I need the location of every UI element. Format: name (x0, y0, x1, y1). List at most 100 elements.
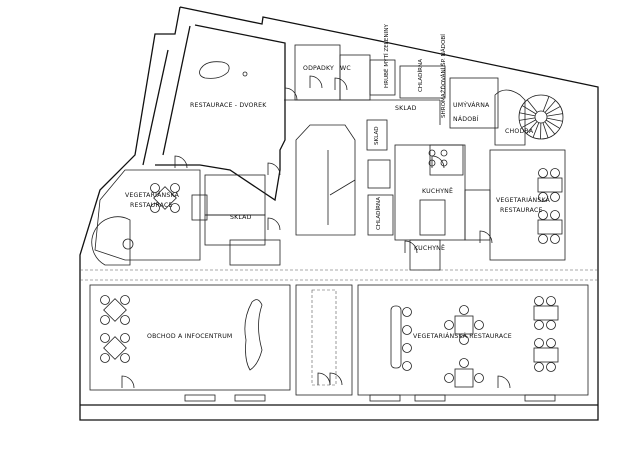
door (121, 375, 135, 389)
stair-step (532, 122, 540, 138)
chair (538, 168, 548, 178)
chair (546, 338, 556, 348)
door (317, 372, 331, 386)
label-kitchen-main: KUCHYNĚ (422, 186, 453, 195)
table (454, 368, 474, 388)
table (533, 305, 559, 321)
chair (402, 307, 412, 317)
label-cold-room-top: CHLADÍRNA (417, 59, 424, 92)
label-storage-left: SKLAD (230, 214, 252, 221)
shop-counter (244, 299, 263, 371)
door (284, 87, 298, 101)
chair (474, 373, 484, 383)
table (103, 336, 127, 360)
stove-burner (440, 149, 448, 157)
chair (120, 295, 130, 305)
stair-step (521, 119, 536, 128)
table (533, 347, 559, 363)
label-dishwash-2: NÁDOBÍ (453, 114, 479, 123)
entrance-corridor (311, 289, 337, 386)
label-veg-bottom: VEGETARIÁNSKÁ RESTAURACE (413, 331, 512, 340)
door (479, 230, 493, 244)
chair (402, 361, 412, 371)
outer-walls (79, 6, 599, 421)
interior-walls (80, 44, 598, 406)
chair (150, 203, 160, 213)
doors (121, 75, 556, 402)
furniture (100, 149, 563, 388)
stair-step (544, 121, 556, 135)
chair (120, 353, 130, 363)
table (537, 219, 563, 235)
door (497, 375, 511, 389)
chair (459, 305, 469, 315)
window (524, 394, 556, 402)
chair (474, 320, 484, 330)
door (267, 217, 281, 231)
chair (546, 320, 556, 330)
stair-step (519, 112, 536, 117)
chair (100, 315, 110, 325)
spiral-stair-right (518, 94, 564, 140)
chair (538, 210, 548, 220)
chair (150, 183, 160, 193)
stair-step (544, 100, 556, 113)
stair-step (521, 105, 537, 115)
label-storage-small: SKLAD (374, 126, 380, 145)
label-veg-wash: HRUBÉ MYTÍ ZELENINY (382, 24, 390, 88)
chair (550, 234, 560, 244)
label-wc: WC (340, 65, 351, 72)
stair-step (545, 119, 561, 129)
label-cold-room-mid: CHLADÍRNA (375, 197, 382, 230)
window (369, 394, 401, 402)
chair (120, 315, 130, 325)
courtyard-post (242, 71, 248, 77)
label-veg-right-1: VEGETARIÁNSKÁ (496, 195, 551, 204)
label-veg-left-2: RESTAURACE (130, 202, 173, 209)
label-dirty-dishes: SHROMAŽĎOVÁNÍ ŠP. NÁDOBÍ (439, 34, 447, 118)
table (537, 177, 563, 193)
label-dishwash-1: UMÝVÁRNA (453, 100, 490, 109)
chair (170, 183, 180, 193)
chair (100, 333, 110, 343)
chair (120, 333, 130, 343)
chair (402, 343, 412, 353)
stair-step (542, 96, 550, 112)
label-kitchen-small: KUCHYNĚ (414, 243, 445, 252)
stair-step (546, 106, 561, 115)
chair (459, 335, 469, 345)
chair (170, 203, 180, 213)
chair (459, 358, 469, 368)
window (184, 394, 216, 402)
window (234, 394, 266, 402)
chair (534, 362, 544, 372)
label-veg-right-2: RESTAURACE (500, 207, 543, 214)
chair (550, 192, 560, 202)
chair (550, 168, 560, 178)
chair (100, 353, 110, 363)
chair (538, 234, 548, 244)
chair (444, 373, 454, 383)
door (404, 240, 418, 254)
stair-step (546, 117, 563, 122)
courtyard-pond (199, 61, 230, 79)
chair (402, 325, 412, 335)
door (431, 155, 445, 169)
label-waste: ODPADKY (303, 65, 334, 72)
door (334, 77, 348, 91)
chair (100, 295, 110, 305)
bar-counter (390, 305, 402, 369)
label-veg-left-1: VEGETARIÁNSKÁ (125, 190, 180, 199)
chair (546, 296, 556, 306)
door (309, 75, 323, 89)
door (329, 372, 343, 386)
chair (534, 296, 544, 306)
table (153, 186, 177, 210)
label-corridor: CHODBA (505, 128, 534, 135)
chair (444, 320, 454, 330)
stair-step (519, 117, 536, 121)
window (414, 394, 446, 402)
label-storage-top: SKLAD (395, 105, 417, 112)
chair (534, 320, 544, 330)
